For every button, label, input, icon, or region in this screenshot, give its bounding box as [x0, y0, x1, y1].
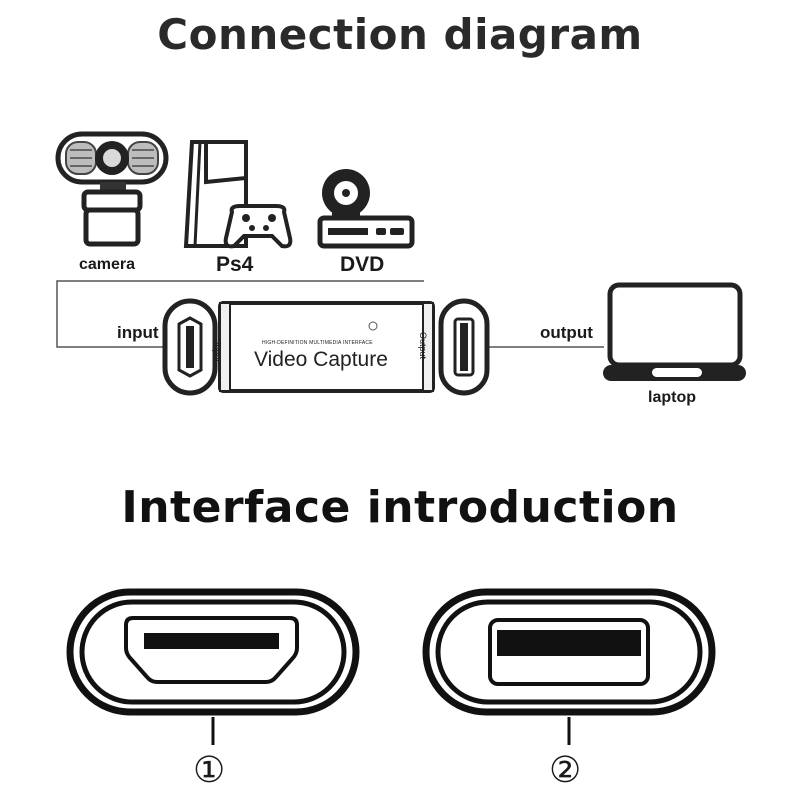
capture-box-small-text: HIGH-DEFINITION MULTIMEDIA INTERFACE [262, 340, 373, 346]
capture-box-input-side: Input [212, 342, 222, 363]
output-label: output [540, 323, 593, 342]
capture-box-output-side: Output [418, 332, 428, 360]
usb-port-large [422, 588, 716, 745]
camera-icon [55, 131, 169, 247]
laptop-label: laptop [648, 389, 696, 406]
output-usb-plug [438, 298, 490, 396]
input-hdmi-plug [162, 298, 218, 396]
laptop-icon [603, 282, 746, 381]
port-marker-1: ① [193, 750, 226, 791]
port-marker-2: ② [549, 750, 582, 791]
interface-introduction-title: Interface introduction [121, 482, 679, 533]
dvd-icon [317, 169, 415, 249]
dvd-label: DVD [340, 253, 385, 276]
connection-lines [56, 280, 604, 348]
ps4-label: Ps4 [216, 253, 254, 276]
ps4-icon [183, 140, 293, 249]
hdmi-port-large [66, 588, 360, 745]
input-label: input [117, 323, 159, 342]
capture-box-name: Video Capture [254, 348, 388, 371]
video-capture-box [218, 301, 435, 393]
connection-diagram-title: Connection diagram [157, 10, 643, 59]
camera-label: camera [79, 256, 136, 273]
